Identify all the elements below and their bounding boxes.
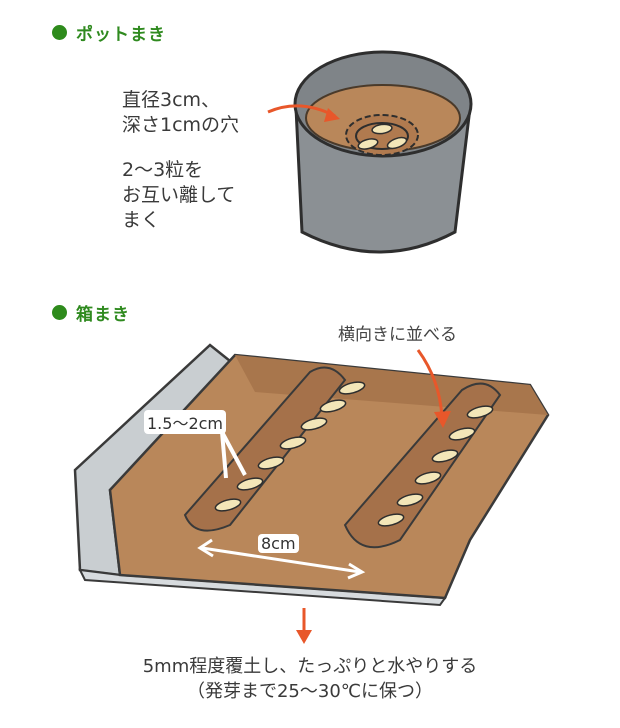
pot-seed bbox=[357, 138, 379, 150]
hole-label-line1: 直径3cm、 bbox=[122, 89, 221, 111]
bullet-icon bbox=[52, 305, 67, 320]
spacing-arrow-head-right bbox=[347, 562, 366, 580]
row-label: 横向きに並べる bbox=[338, 325, 457, 345]
spacing-arrow-head-left bbox=[197, 538, 214, 558]
box-seed bbox=[257, 456, 285, 470]
box-seed bbox=[377, 513, 405, 527]
spacing-label: 8cm bbox=[258, 534, 299, 553]
box-seed bbox=[279, 436, 307, 450]
box-seed bbox=[431, 449, 459, 463]
box-seed bbox=[414, 471, 442, 485]
seed-label-line3: まく bbox=[122, 209, 161, 231]
box-seed bbox=[319, 399, 347, 413]
pot-seed bbox=[386, 136, 408, 150]
depth-pointer-line bbox=[220, 431, 247, 476]
pot-arrow-head bbox=[324, 108, 340, 122]
furrow-right bbox=[343, 382, 502, 549]
bullet-icon bbox=[52, 25, 67, 40]
row-arrow-line bbox=[416, 349, 444, 419]
pot-seed bbox=[371, 123, 393, 135]
hole-label: 直径3cm、 深さ1cmの穴 bbox=[122, 88, 239, 138]
pot-title-text: ポットまき bbox=[76, 25, 166, 45]
seed-label-line2: お互い離して bbox=[122, 184, 236, 206]
depth-label: 1.5〜2cm bbox=[144, 410, 227, 434]
box-seed bbox=[300, 417, 328, 431]
depth-pointer-line bbox=[220, 431, 228, 479]
seed-label: 2〜3粒を お互い離して まく bbox=[122, 158, 235, 233]
box-seed bbox=[396, 493, 424, 507]
row-arrow-head bbox=[434, 411, 451, 428]
bottom-note: 5mm程度覆土し、たっぷりと水やりする （発芽まで25〜30℃に保つ） bbox=[0, 654, 620, 704]
bottom-note-line2: （発芽まで25〜30℃に保つ） bbox=[186, 681, 434, 702]
box-seed bbox=[338, 381, 366, 395]
bottom-arrow-head bbox=[296, 630, 312, 644]
box-seed bbox=[236, 477, 264, 491]
spacing-arrow-line bbox=[201, 546, 361, 574]
box-seed bbox=[214, 498, 242, 512]
furrow-left-seeds bbox=[214, 381, 366, 512]
box-seed bbox=[466, 405, 494, 419]
box-title-text: 箱まき bbox=[76, 305, 130, 325]
box-seed bbox=[448, 427, 476, 441]
furrow-left bbox=[183, 366, 347, 532]
sowing-hole-inner bbox=[355, 122, 409, 150]
bottom-note-line1: 5mm程度覆土し、たっぷりと水やりする bbox=[142, 656, 478, 677]
pot-section-title: ポットまき bbox=[52, 20, 166, 45]
hole-label-line2: 深さ1cmの穴 bbox=[122, 114, 240, 136]
box-section-title: 箱まき bbox=[52, 300, 130, 325]
seed-label-line1: 2〜3粒を bbox=[122, 159, 204, 181]
furrow-right-seeds bbox=[377, 405, 494, 527]
